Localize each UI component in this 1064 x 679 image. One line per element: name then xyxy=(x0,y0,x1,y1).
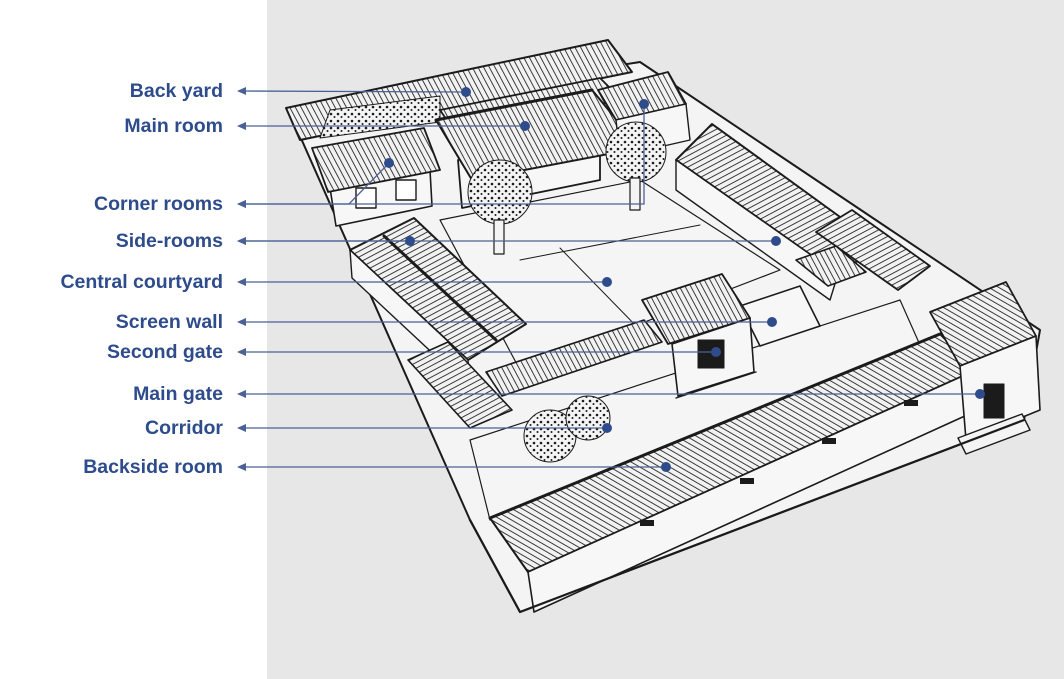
arrowhead-screen-wall xyxy=(237,318,246,326)
arrowhead-second-gate xyxy=(237,348,246,356)
tree-trunk xyxy=(494,220,504,254)
label-corner-rooms: Corner rooms xyxy=(94,192,223,216)
label-backside-room: Backside room xyxy=(83,455,223,479)
label-corridor: Corridor xyxy=(145,416,223,440)
label-second-gate: Second gate xyxy=(107,340,223,364)
label-main-room: Main room xyxy=(124,114,223,138)
marker-main-gate xyxy=(975,389,985,399)
label-main-gate: Main gate xyxy=(133,382,223,406)
arrowhead-main-room xyxy=(237,122,246,130)
marker-main-room xyxy=(520,121,530,131)
marker-second-gate xyxy=(711,347,721,357)
marker-backside-room xyxy=(661,462,671,472)
marker-corner-rooms xyxy=(384,158,394,168)
label-back-yard: Back yard xyxy=(130,79,223,103)
arrowhead-backside-room xyxy=(237,463,246,471)
arrowhead-back-yard xyxy=(237,87,246,95)
tree-canopy xyxy=(566,396,610,440)
wall-vent xyxy=(640,520,654,526)
marker-central-courtyard xyxy=(602,277,612,287)
marker-corridor xyxy=(602,423,612,433)
marker-side-rooms xyxy=(405,236,415,246)
wall-vent xyxy=(904,400,918,406)
label-central-courtyard: Central courtyard xyxy=(60,270,223,294)
window xyxy=(396,180,416,200)
arrowhead-central-courtyard xyxy=(237,278,246,286)
arrowhead-corner-rooms xyxy=(237,200,246,208)
marker-back-yard xyxy=(461,87,471,97)
window xyxy=(356,188,376,208)
wall-vent xyxy=(822,438,836,444)
marker-corner-rooms xyxy=(639,99,649,109)
label-screen-wall: Screen wall xyxy=(116,310,223,334)
arrowhead-main-gate xyxy=(237,390,246,398)
marker-screen-wall xyxy=(767,317,777,327)
label-side-rooms: Side-rooms xyxy=(116,229,223,253)
main-gate-door xyxy=(984,384,1004,418)
arrowhead-side-rooms xyxy=(237,237,246,245)
tree-canopy xyxy=(606,122,666,182)
tree-trunk xyxy=(630,178,640,210)
arrowhead-corridor xyxy=(237,424,246,432)
tree-canopy xyxy=(468,160,532,224)
marker-side-rooms xyxy=(771,236,781,246)
wall-vent xyxy=(740,478,754,484)
